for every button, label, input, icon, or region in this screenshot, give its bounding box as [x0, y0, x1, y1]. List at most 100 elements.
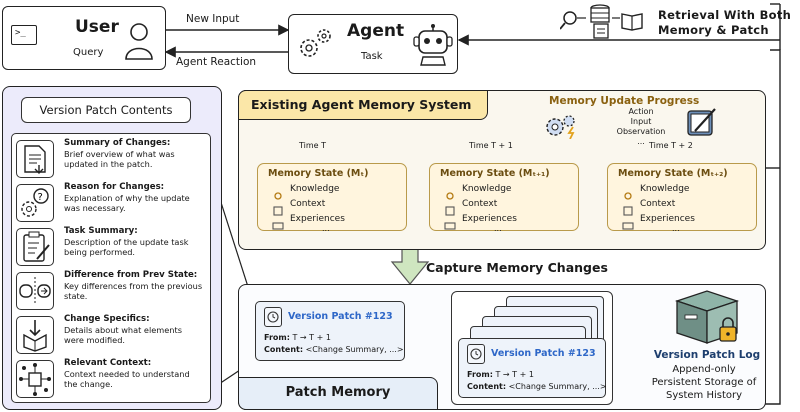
terminal-icon: >_ [11, 25, 37, 45]
experiences-icon [622, 216, 634, 230]
patch-stack: Version Patch #123 From: T → T + 1 Conte… [451, 291, 613, 405]
vp-item-title: Task Summary: [64, 226, 138, 236]
memory-item: Knowledge [462, 184, 512, 194]
gear-bolt-icon [546, 115, 575, 139]
patch-log-title: Version Patch Log [653, 349, 761, 361]
robot-icon [413, 24, 453, 66]
vp-item-specifics: Change Specifics: Details about what ele… [16, 314, 204, 358]
context-icon [272, 201, 284, 216]
memory-item: Context [640, 199, 676, 209]
version-patch-card: Version Patch #123 From: T → T + 1 Conte… [255, 301, 405, 361]
vp-item-desc: Details about what elements were modifie… [64, 325, 182, 345]
agent-title: Agent [347, 21, 405, 41]
patch-from-label: From: [264, 333, 290, 342]
experiences-icon [272, 216, 284, 230]
memory-item: Knowledge [640, 184, 690, 194]
vp-item-desc: Brief overview of what was updated in th… [64, 149, 175, 169]
version-patch-card-log: Version Patch #123 From: T → T + 1 Conte… [458, 338, 607, 398]
vp-item-reason: ? Reason for Changes: Explanation of why… [16, 182, 204, 226]
user-subtitle: Query [73, 47, 104, 58]
vp-item-title: Change Specifics: [64, 314, 150, 324]
context-icon [444, 201, 456, 216]
patch-memory-title: Patch Memory [238, 377, 438, 410]
knowledge-icon [622, 186, 634, 200]
patch-content-value: <Change Summary, ...> [508, 382, 607, 391]
patch-from: From: T → T + 1 [467, 370, 534, 379]
memory-item: Experiences [290, 214, 345, 224]
box-arrow-icon [16, 316, 54, 354]
storage-lock-icon [674, 290, 740, 344]
user-icon [125, 23, 153, 60]
vp-item-title: Relevant Context: [64, 358, 152, 368]
notebook-pencil-icon [687, 108, 716, 136]
memory-item-more: ... [672, 224, 680, 233]
memory-update-title: Memory Update Progress [549, 95, 700, 107]
question-gear-icon: ? [16, 184, 54, 222]
update-item: Action [628, 107, 654, 116]
patch-doc-icon [264, 307, 282, 327]
memory-state-t1: Memory State (Mₜ₊₁) Knowledge Context Ex… [429, 163, 579, 233]
patch-content: Content: <Change Summary, ...> [467, 382, 607, 391]
knowledge-icon [444, 186, 456, 200]
patch-title: Version Patch #123 [491, 348, 596, 359]
retrieval-text: Retrieval With Both Memory & Patch [658, 8, 791, 38]
retrieval-line2: Memory & Patch [658, 23, 769, 37]
patch-log-desc: Append-only Persistent Storage of System… [639, 363, 769, 402]
update-item: Observation [616, 127, 666, 136]
memory-item: Experiences [640, 214, 695, 224]
retrieval-line1: Retrieval With Both [658, 8, 792, 22]
patch-content-label: Content: [467, 382, 507, 391]
memory-state-t: Memory State (Mₜ) Knowledge Context Expe… [257, 163, 407, 233]
timeline-label-t2: Time T + 2 [649, 141, 693, 150]
vp-item-desc: Context needed to understand the change. [64, 369, 190, 389]
memory-state-title: Memory State (Mₜ₊₂) [618, 168, 728, 179]
experiences-icon [444, 216, 456, 230]
patch-doc-icon [467, 344, 485, 364]
user-box: >_ User Query [2, 6, 166, 70]
retrieval-icons [560, 4, 643, 39]
update-item: Input [630, 117, 652, 126]
vp-item-title: Difference from Prev State: [64, 270, 198, 280]
vp-item-title: Reason for Changes: [64, 182, 165, 192]
version-patch-header: Version Patch Contents [21, 97, 191, 123]
patch-log-line1: Append-only [672, 364, 736, 375]
memory-item: Context [462, 199, 498, 209]
clipboard-pencil-icon [16, 228, 54, 266]
memory-item: Knowledge [290, 184, 340, 194]
update-item: ... [637, 137, 645, 146]
memory-state-t2: Memory State (Mₜ₊₂) Knowledge Context Ex… [607, 163, 757, 233]
document-download-icon [16, 140, 54, 178]
memory-item-more: ... [494, 224, 502, 233]
agent-reaction-label: Agent Reaction [176, 56, 257, 68]
vp-item-desc: Description of the update task being per… [64, 237, 189, 257]
vp-item-title: Summary of Changes: [64, 138, 171, 148]
patch-memory-panel: Patch Memory Version Patch #123 From: T … [238, 284, 766, 410]
patch-from-value: T → T + 1 [292, 333, 331, 342]
agent-box: Agent Task [288, 14, 458, 74]
knowledge-icon [272, 186, 284, 200]
vp-item-difference: Difference from Prev State: Key differen… [16, 270, 204, 314]
context-icon [622, 201, 634, 216]
vp-item-task: Task Summary: Description of the update … [16, 226, 204, 270]
version-patch-panel: Version Patch Contents Summary of Change… [2, 86, 222, 410]
network-document-icon [16, 360, 54, 398]
version-patch-list: Summary of Changes: Brief overview of wh… [11, 133, 211, 403]
svg-text:?: ? [38, 192, 43, 203]
memory-state-title: Memory State (Mₜ) [268, 168, 369, 179]
vp-item-summary: Summary of Changes: Brief overview of wh… [16, 138, 204, 182]
gears-icon [300, 29, 331, 57]
new-input-label: New Input [186, 13, 240, 25]
patch-log-line3: System History [665, 390, 743, 401]
compare-toggle-icon [16, 272, 54, 310]
vp-item-desc: Explanation of why the update was necess… [64, 193, 190, 213]
patch-log-line2: Persistent Storage of [651, 377, 757, 388]
memory-state-title: Memory State (Mₜ₊₁) [440, 168, 550, 179]
patch-from: From: T → T + 1 [264, 333, 331, 342]
memory-item: Context [290, 199, 326, 209]
timeline-label-t: Time T [299, 141, 327, 150]
vp-item-desc: Key differences from the previous state. [64, 281, 203, 301]
memory-item-more: ... [322, 224, 330, 233]
patch-content-label: Content: [264, 345, 304, 354]
patch-title: Version Patch #123 [288, 311, 393, 322]
capture-label: Capture Memory Changes [426, 260, 608, 275]
